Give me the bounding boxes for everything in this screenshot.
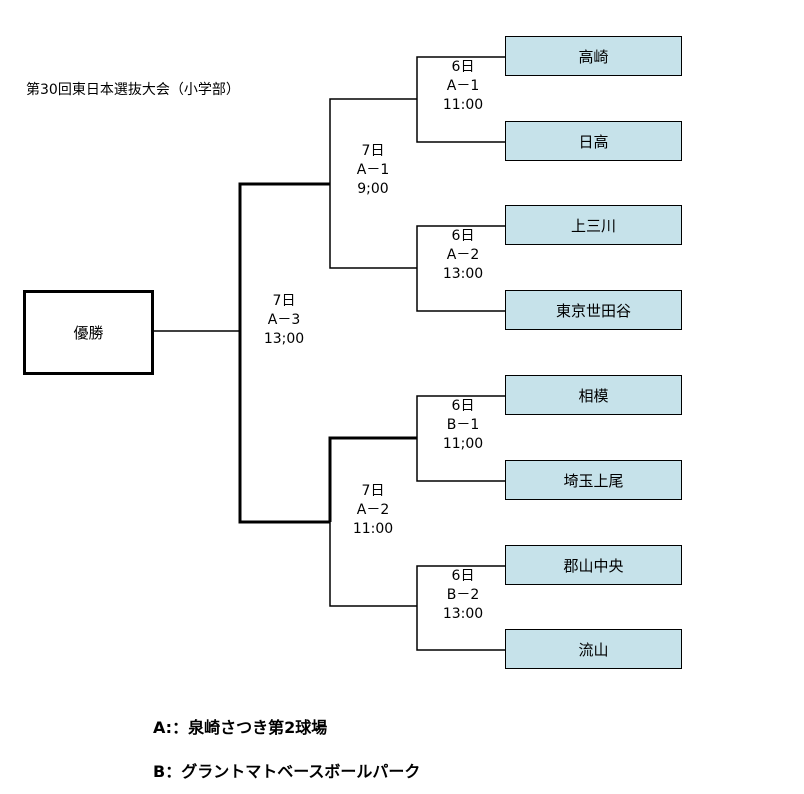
match-day: 7日 <box>272 293 296 309</box>
match-label-semi-2: 7日 A－2 11:00 <box>342 482 404 539</box>
team-box: 流山 <box>505 629 682 669</box>
match-day: 6日 <box>451 568 475 584</box>
match-time: 11:00 <box>442 97 484 113</box>
match-label-r1-a1: 6日 A－1 11:00 <box>432 58 494 115</box>
team-box: 埼玉上尾 <box>505 460 682 500</box>
match-code: A－3 <box>267 312 301 328</box>
match-label-semi-1: 7日 A－1 9;00 <box>342 142 404 199</box>
team-name: 相模 <box>578 386 609 405</box>
match-day: 7日 <box>361 483 385 499</box>
team-name: 上三川 <box>570 216 616 235</box>
team-name: 高崎 <box>578 47 609 66</box>
champion-label: 優勝 <box>73 324 104 342</box>
match-time: 9;00 <box>357 181 389 197</box>
champion-box: 優勝 <box>23 290 154 375</box>
match-code: B－1 <box>446 417 480 433</box>
match-time: 13:00 <box>442 606 484 622</box>
match-label-r1-a2: 6日 A－2 13:00 <box>432 227 494 284</box>
match-time: 13:00 <box>442 266 484 282</box>
match-label-final: 7日 A－3 13;00 <box>252 292 316 349</box>
match-day: 7日 <box>361 143 385 159</box>
match-time: 13;00 <box>263 331 305 347</box>
team-box: 相模 <box>505 375 682 415</box>
bracket-final <box>239 183 330 523</box>
team-name: 郡山中央 <box>563 556 624 575</box>
match-day: 6日 <box>451 398 475 414</box>
team-name: 日高 <box>578 132 609 151</box>
team-box: 日高 <box>505 121 682 161</box>
team-box: 東京世田谷 <box>505 290 682 330</box>
team-name: 東京世田谷 <box>555 301 631 320</box>
team-name: 埼玉上尾 <box>563 471 624 490</box>
team-box: 郡山中央 <box>505 545 682 585</box>
match-day: 6日 <box>451 228 475 244</box>
match-time: 11:00 <box>352 521 394 537</box>
match-code: A－1 <box>356 162 390 178</box>
match-code: B－2 <box>446 587 480 603</box>
team-box: 上三川 <box>505 205 682 245</box>
team-box: 高崎 <box>505 36 682 76</box>
match-day: 6日 <box>451 59 475 75</box>
match-code: A－2 <box>356 502 390 518</box>
match-label-r1-b1: 6日 B－1 11;00 <box>432 397 494 454</box>
match-time: 11;00 <box>442 436 484 452</box>
match-code: A－1 <box>446 78 480 94</box>
page-title: 第30回東日本選抜大会（小学部） <box>26 82 240 98</box>
bracket-r1-b2 <box>416 565 505 651</box>
match-code: A－2 <box>446 247 480 263</box>
legend-venue-a: A:：泉崎さつき第2球場 <box>153 718 328 737</box>
match-label-r1-b2: 6日 B－2 13:00 <box>432 567 494 624</box>
legend-venue-b: B：グラントマトベースボールパーク <box>153 762 421 781</box>
team-name: 流山 <box>578 640 609 659</box>
